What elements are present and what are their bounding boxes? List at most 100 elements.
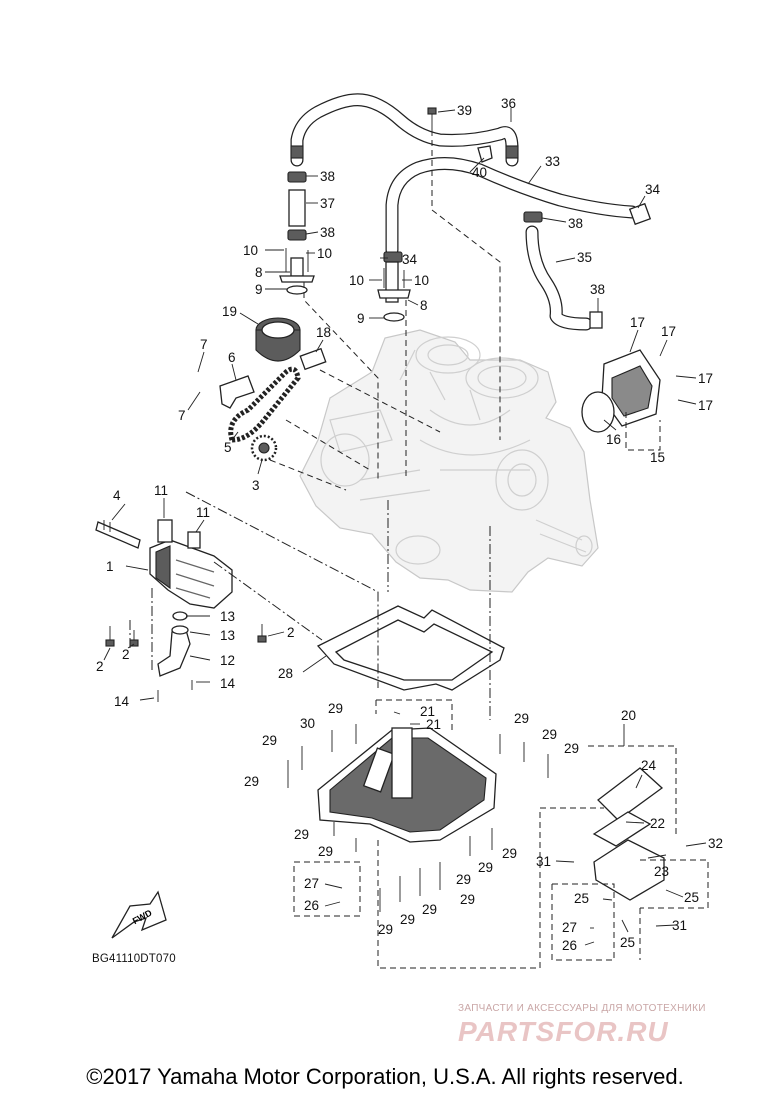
copyright-notice: ©2017 Yamaha Motor Corporation, U.S.A. A…: [86, 1064, 684, 1089]
callout-21: 21: [426, 717, 441, 732]
callout-3: 3: [252, 478, 260, 493]
pipe-fitting-8-right: [377, 261, 411, 322]
callout-17: 17: [698, 398, 713, 413]
callout-29: 29: [328, 701, 343, 716]
callout-24: 24: [641, 758, 657, 773]
callout-25: 25: [684, 890, 699, 905]
callout-38: 38: [320, 169, 335, 184]
callout-20: 20: [621, 708, 636, 723]
hose-37: [288, 189, 306, 227]
callout-11: 11: [196, 505, 210, 520]
callout-29: 29: [460, 892, 475, 907]
callout-29: 29: [378, 922, 393, 937]
callout-13: 13: [220, 628, 235, 643]
callout-31: 31: [536, 854, 551, 869]
callout-9: 9: [357, 311, 365, 326]
bolt-39: [427, 107, 437, 136]
callout-13: 13: [220, 609, 235, 624]
pipe-4: [95, 520, 141, 549]
callout-32: 32: [708, 836, 723, 851]
callout-14: 14: [220, 676, 236, 691]
hose-33: [385, 156, 639, 257]
callout-29: 29: [262, 733, 277, 748]
callout-29: 29: [502, 846, 517, 861]
callout-labels: 39 36 33 40 34 38 35 38 38 37 38 10 10 8…: [96, 96, 723, 953]
callout-26: 26: [304, 898, 319, 913]
chain-guide-6: [219, 375, 255, 409]
callout-1: 1: [106, 559, 114, 574]
callout-12: 12: [220, 653, 235, 668]
callout-27: 27: [562, 920, 577, 935]
callout-27: 27: [304, 876, 319, 891]
pan-bolts-29: [287, 724, 549, 912]
hose-clamp-34: [383, 202, 652, 263]
assembly-leader-lines: [129, 140, 709, 969]
callout-9: 9: [255, 282, 263, 297]
callout-34: 34: [402, 252, 418, 267]
callout-11: 11: [154, 483, 168, 498]
callout-6: 6: [228, 350, 236, 365]
callout-33: 33: [545, 154, 560, 169]
callout-10: 10: [243, 243, 258, 258]
callout-29: 29: [318, 844, 333, 859]
callout-29: 29: [422, 902, 437, 917]
callout-19: 19: [222, 304, 237, 319]
sprocket-3: [250, 434, 278, 462]
callout-2: 2: [96, 659, 104, 674]
callout-10: 10: [414, 273, 429, 288]
callout-10: 10: [349, 273, 364, 288]
hose-36: [290, 93, 519, 167]
callout-25: 25: [620, 935, 635, 950]
hose-35: [525, 225, 593, 331]
clip-40: [477, 145, 493, 163]
callout-29: 29: [478, 860, 493, 875]
callout-17: 17: [630, 315, 645, 330]
callout-30: 30: [300, 716, 315, 731]
engine-block-ghost: [299, 329, 599, 593]
watermark-caption: ЗАПЧАСТИ И АКСЕССУАРЫ ДЛЯ МОТОТЕХНИКИ: [458, 1003, 706, 1014]
pipe-fitting-8-left: [279, 248, 315, 295]
hose-clamp-38: [287, 171, 603, 329]
callout-4: 4: [113, 488, 121, 503]
callout-31: 31: [672, 918, 687, 933]
callout-36: 36: [501, 96, 516, 111]
callout-38: 38: [568, 216, 583, 231]
callout-7: 7: [178, 408, 186, 423]
callout-38: 38: [320, 225, 335, 240]
callout-29: 29: [294, 827, 309, 842]
callout-17: 17: [698, 371, 713, 386]
callout-7: 7: [200, 337, 208, 352]
callout-29: 29: [564, 741, 579, 756]
callout-22: 22: [650, 816, 665, 831]
callout-40: 40: [472, 165, 487, 180]
callout-15: 15: [650, 450, 665, 465]
callout-39: 39: [457, 103, 472, 118]
callout-8: 8: [420, 298, 428, 313]
callout-18: 18: [316, 325, 331, 340]
callout-25: 25: [574, 891, 589, 906]
callout-37: 37: [320, 196, 335, 211]
callout-29: 29: [244, 774, 259, 789]
oil-filter-19: [255, 317, 301, 362]
callout-2: 2: [287, 625, 295, 640]
watermark-logo: PARTSFOR.RU: [458, 1016, 669, 1047]
callout-29: 29: [514, 711, 529, 726]
filter-housing-20: [592, 767, 665, 901]
callout-14: 14: [114, 694, 130, 709]
bolts-2-14: [105, 624, 267, 702]
fwd-direction-arrow: FWD: [111, 890, 167, 939]
callout-29: 29: [542, 727, 557, 742]
callout-29: 29: [456, 872, 471, 887]
strainer-12: [157, 611, 191, 677]
callout-21: 21: [420, 704, 435, 719]
gasket-28: [316, 605, 505, 691]
diagram-code: BG41110DT070: [92, 953, 176, 965]
callout-8: 8: [255, 265, 263, 280]
callout-26: 26: [562, 938, 577, 953]
oil-pan: [317, 727, 497, 843]
callout-35: 35: [577, 250, 592, 265]
callout-5: 5: [224, 440, 232, 455]
oil-pump-1: [149, 519, 233, 609]
callout-29: 29: [400, 912, 415, 927]
